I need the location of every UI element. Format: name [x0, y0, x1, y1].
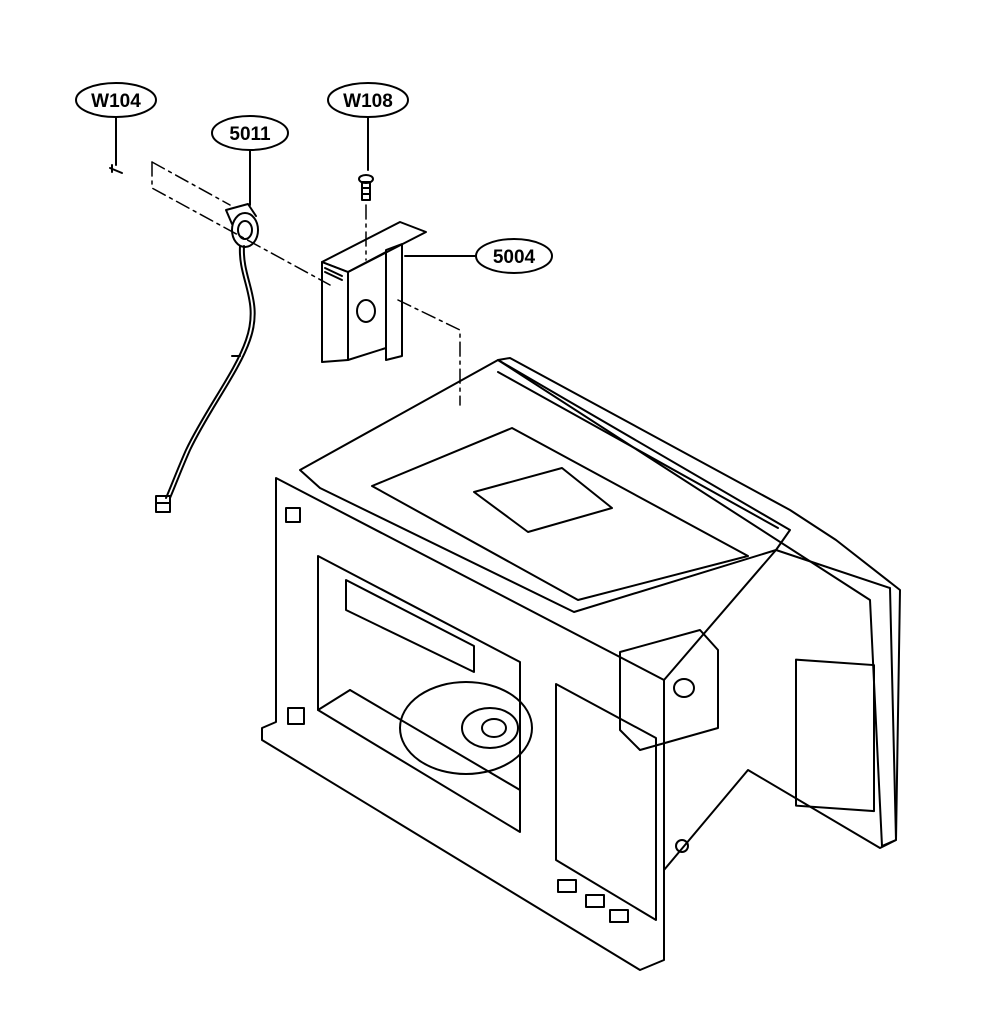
callout-labels: W104 5011 W108 5004: [91, 91, 535, 268]
bracket-5004: [321, 221, 427, 363]
callout-label-5004: 5004: [493, 247, 536, 268]
callout-w108: [327, 82, 409, 171]
assembly-guide-lines: [151, 161, 461, 406]
callout-label-5011: 5011: [229, 124, 271, 145]
callout-5011: [211, 115, 289, 206]
callout-label-w108: W108: [343, 91, 393, 112]
screw-w104: [109, 164, 123, 174]
screw-w108: [358, 174, 374, 201]
callout-label-w104: W104: [91, 91, 141, 112]
sensor-5011: [155, 203, 259, 513]
callout-5004: [404, 238, 553, 274]
callout-w104: [75, 82, 157, 166]
oven-chassis: [261, 357, 901, 971]
